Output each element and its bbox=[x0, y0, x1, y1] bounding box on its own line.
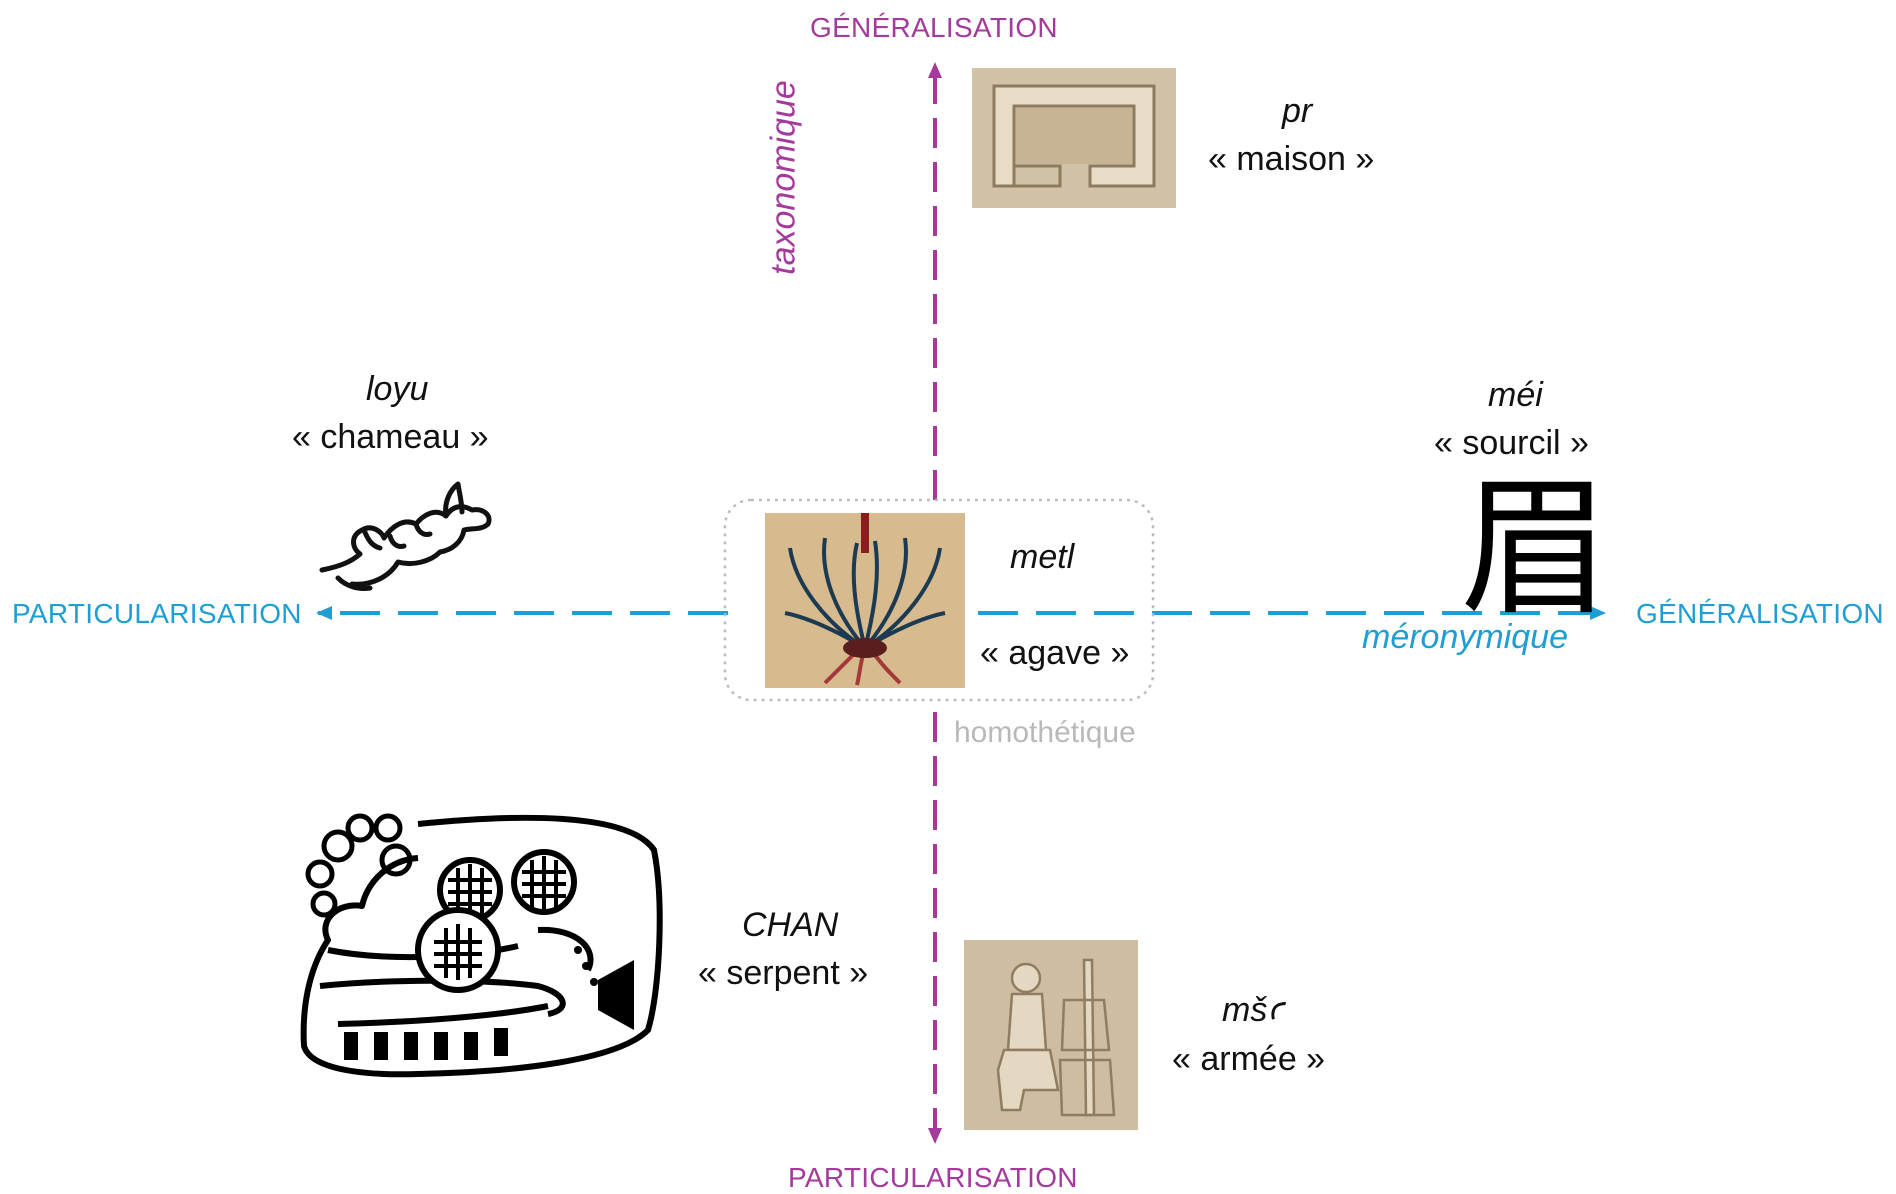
bottom-left-translit: CHAN bbox=[742, 906, 839, 944]
horizontal-left-label: PARTICULARISATION bbox=[12, 598, 302, 629]
agave-glyph-icon bbox=[765, 513, 965, 688]
horizontal-right-label: GÉNÉRALISATION bbox=[1636, 598, 1884, 629]
bottom-left-gloss: « serpent » bbox=[698, 954, 869, 992]
bottom-translit: mšꜥ bbox=[1222, 991, 1284, 1029]
right-translit: méi bbox=[1488, 376, 1543, 414]
vertical-top-label: GÉNÉRALISATION bbox=[810, 12, 1058, 43]
taxonomic-relation-label: taxonomique bbox=[764, 80, 803, 275]
center-box bbox=[723, 498, 1155, 702]
serpent-glyph-icon bbox=[298, 810, 666, 1084]
house-hieroglyph-icon bbox=[972, 68, 1176, 208]
bottom-gloss: « armée » bbox=[1172, 1040, 1326, 1078]
right-gloss: « sourcil » bbox=[1434, 424, 1589, 462]
left-translit: loyu bbox=[366, 370, 429, 408]
top-gloss: « maison » bbox=[1208, 140, 1375, 178]
vertical-bottom-label: PARTICULARISATION bbox=[788, 1162, 1078, 1193]
army-hieroglyph-icon bbox=[964, 940, 1138, 1130]
center-gloss: « agave » bbox=[980, 634, 1130, 672]
camel-glyph-icon bbox=[312, 466, 496, 594]
center-translit: metl bbox=[1010, 538, 1075, 576]
meronymic-relation-label: méronymique bbox=[1362, 618, 1568, 656]
top-translit: pr bbox=[1282, 92, 1313, 130]
hanzi-glyph: 眉 bbox=[1460, 462, 1611, 636]
homothetic-relation-label: homothétique bbox=[954, 716, 1136, 749]
left-gloss: « chameau » bbox=[292, 418, 489, 456]
